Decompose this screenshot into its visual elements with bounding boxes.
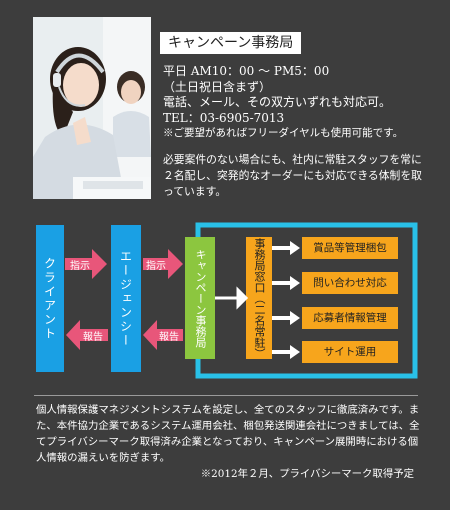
client-box (36, 225, 64, 372)
instruct-arrow-2 (143, 249, 183, 279)
task-label-4: サイト運用 (323, 346, 377, 358)
task-box-3 (302, 307, 398, 329)
agency-box (111, 225, 141, 372)
hours-line-1: 平日 AM10：00 ～ PM5：00 (163, 64, 330, 78)
privacy-notes: 個人情報保護マネジメントシステムを設定し、全てのスタッフに徹底済みです。また、本… (36, 404, 420, 464)
instruct-label-1: 指示 (70, 261, 90, 272)
hours-note: ※ご要望があればフリーダイヤルも使用可能です。 (163, 127, 404, 139)
agency-label: エージェンシー (118, 249, 133, 348)
staffing-description: 必要案件のない場合にも、社内に常駐スタッフを常に２名配し、突発的なオーダーにも対… (163, 153, 422, 198)
task-box-4 (302, 341, 398, 363)
task-box-1 (302, 237, 398, 259)
report-arrow-1 (66, 320, 108, 350)
campaign-to-window-arrow (215, 286, 249, 310)
task-label-1: 賞品等管理梱包 (313, 242, 387, 254)
operator-illustration (33, 17, 151, 199)
task-label-3: 応募者情報管理 (313, 312, 387, 324)
operator-photo (33, 17, 151, 199)
report-label-1: 報告 (83, 332, 103, 343)
hours-block: 平日 AM10：00 ～ PM5：00 （土日祝日含まず） 電話、メール、その双… (163, 64, 443, 142)
campaign-box (185, 237, 215, 359)
instruct-label-2: 指示 (146, 261, 166, 272)
hours-line-3: 電話、メール、その双方いずれも対応可。 (163, 95, 392, 109)
window-box (246, 237, 272, 359)
office-title: キャンペーン事務局 (160, 32, 302, 54)
hours-line-2: （土日祝日含まず） (163, 79, 272, 94)
client-label: クライアント (42, 256, 57, 341)
report-arrow-2 (143, 320, 183, 350)
task-label-2: 問い合わせ対応 (313, 277, 387, 289)
task-box-2 (302, 272, 398, 294)
divider (34, 395, 418, 396)
window-label: 事務局窓口（二名常駐） (253, 237, 266, 359)
task-arrows (272, 241, 300, 359)
instruct-arrow-1 (65, 249, 107, 279)
report-label-2: 報告 (159, 332, 179, 343)
campaign-label: キャンペーン事務局 (194, 248, 207, 348)
privacy-mark-note: ※2012年２月、プライバシーマーク取得予定 (200, 468, 414, 480)
hours-line-4: TEL：03-6905-7013 (163, 110, 285, 125)
